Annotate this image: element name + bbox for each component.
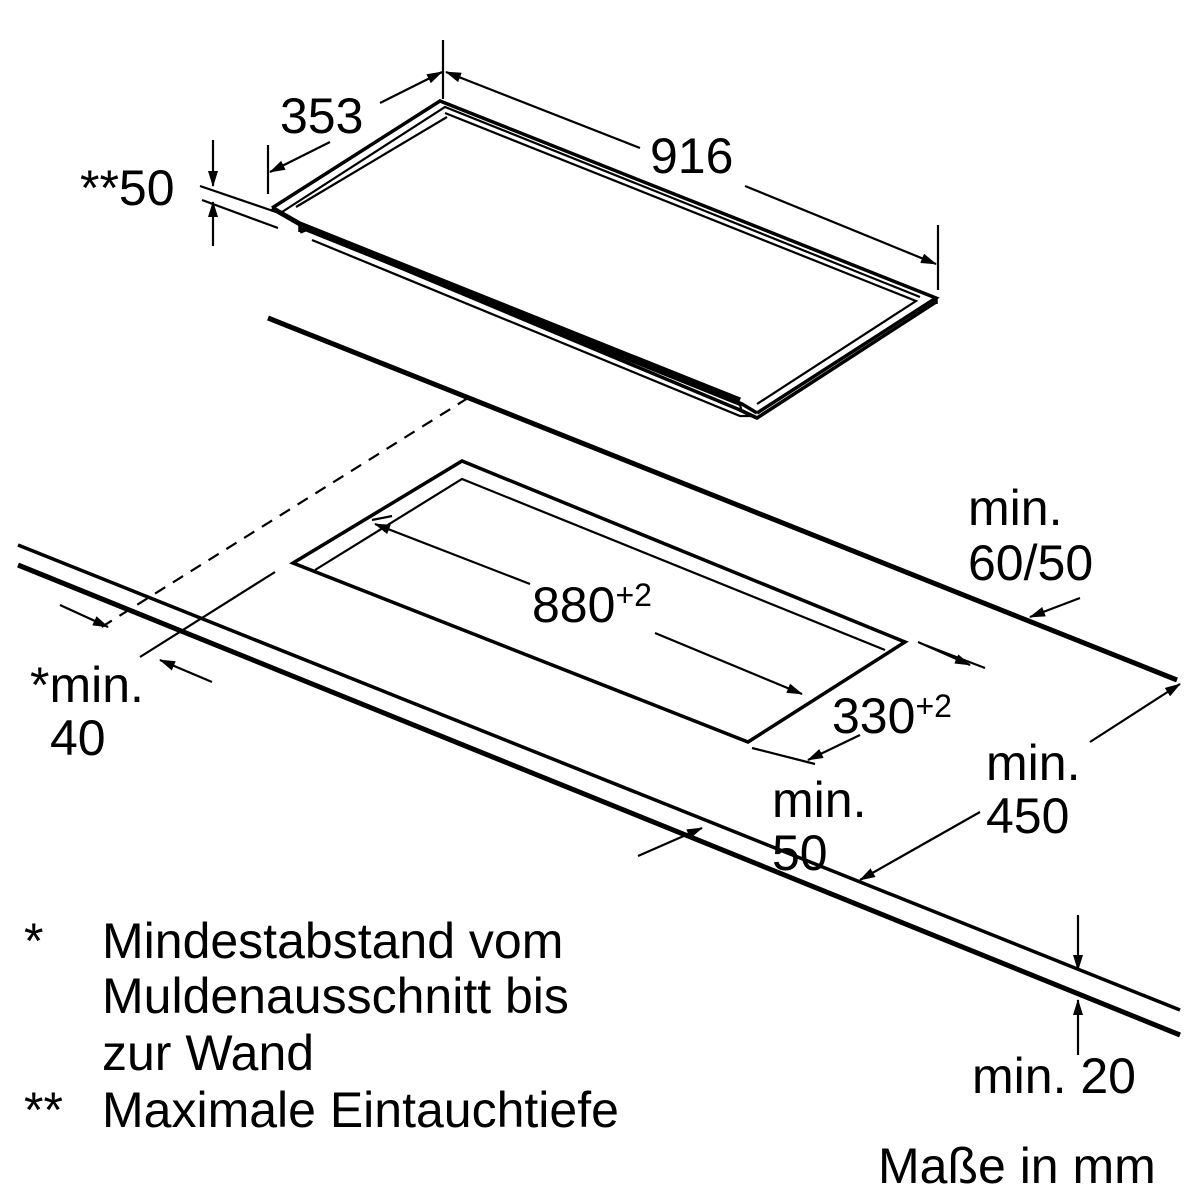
cabinet-depth-label-line2: 450 (986, 788, 1069, 844)
note-2-line-1: Maximale Eintauchtiefe (102, 1082, 619, 1138)
cabinet-depth-label-line1: min. (986, 735, 1080, 791)
rear-clearance-label-line2: 60/50 (968, 535, 1093, 591)
footnotes: * Mindestabstand vom Muldenausschnitt bi… (24, 913, 619, 1138)
note-1-line-1: Mindestabstand vom (102, 913, 563, 969)
wall-distance-label-line1: *min. (30, 657, 144, 713)
cutout-width-label: 880+2 (532, 577, 652, 633)
wall-distance-label-line2: 40 (50, 710, 106, 766)
cutout-depth-label: 330+2 (832, 688, 952, 744)
worktop-dimensions (59, 514, 1181, 1055)
note-1-line-3: zur Wand (102, 1025, 314, 1081)
hob-depth-label: 353 (280, 88, 363, 144)
rear-clearance-label-line1: min. (968, 480, 1062, 536)
hob-drawing (270, 99, 940, 420)
note-1-line-2: Muldenausschnitt bis (102, 968, 569, 1024)
worktop-drawing (17, 315, 1181, 1038)
hob-width-label: 916 (650, 128, 733, 184)
hob-dimensions (199, 40, 940, 290)
front-edge-label-line1: min. (772, 772, 866, 828)
cutout-depth-value: 330 (832, 688, 915, 744)
immersion-depth-label: **50 (80, 160, 175, 216)
note-2-marker: ** (24, 1082, 63, 1138)
front-edge-label-line2: 50 (772, 825, 828, 881)
cutout-width-value: 880 (532, 577, 615, 633)
cutout-width-tolerance: +2 (615, 577, 651, 613)
cutout-depth-tolerance: +2 (915, 688, 951, 724)
units-label: Maße in mm (878, 1138, 1156, 1194)
note-1-marker: * (24, 913, 43, 969)
worktop-thickness-label: min. 20 (972, 1048, 1136, 1104)
